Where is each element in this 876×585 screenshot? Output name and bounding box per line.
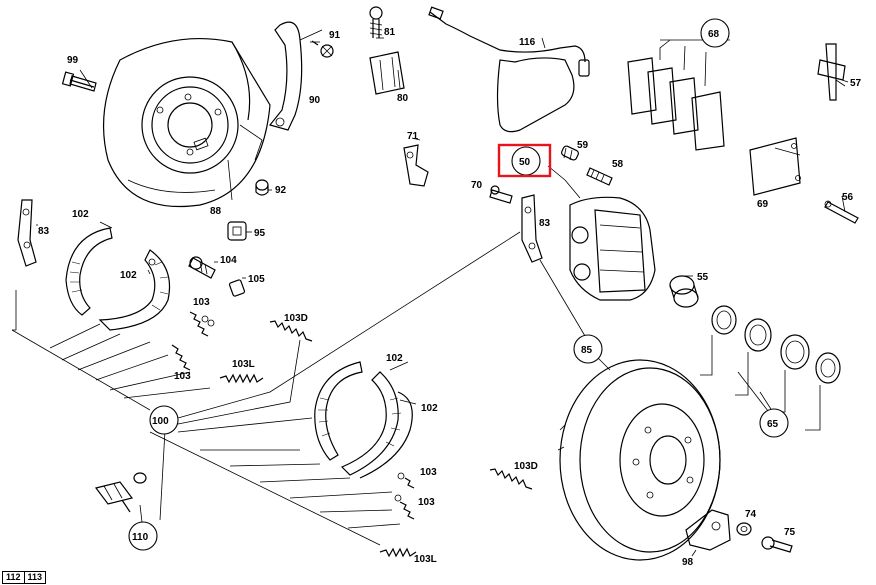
callout-102-c[interactable]: 102 [386, 353, 403, 364]
callout-102-d[interactable]: 102 [421, 403, 438, 414]
callout-100[interactable]: 100 [152, 416, 169, 427]
callout-99[interactable]: 99 [67, 55, 79, 66]
callout-56[interactable]: 56 [842, 192, 854, 203]
callout-90[interactable]: 90 [309, 95, 321, 106]
nut-74 [736, 522, 752, 536]
callout-circle-68 [700, 18, 730, 48]
callout-102-b[interactable]: 102 [120, 270, 137, 281]
sleeve-92 [255, 179, 269, 196]
screw-91 [311, 40, 334, 58]
bolt-99 [61, 71, 97, 92]
callout-91[interactable]: 91 [329, 30, 341, 41]
callout-circles [128, 18, 789, 551]
brake-disc-85 [557, 359, 721, 561]
callout-circle-100 [149, 405, 179, 435]
callout-83-left[interactable]: 83 [38, 226, 50, 237]
brake-shoe-upper-left [65, 227, 113, 316]
spring-103D-upper [269, 320, 313, 342]
bushing-59 [561, 145, 579, 161]
bolt-75 [761, 536, 793, 553]
callout-75[interactable]: 75 [784, 527, 796, 538]
callout-88[interactable]: 88 [210, 206, 222, 217]
callout-58[interactable]: 58 [612, 159, 624, 170]
callout-103-a[interactable]: 103 [193, 297, 210, 308]
callout-103L-a[interactable]: 103L [232, 359, 255, 370]
brake-caliper [569, 196, 656, 301]
wear-sensor-57 [817, 43, 846, 101]
brake-shoe-upper-right [98, 249, 171, 331]
leader-lines [36, 29, 849, 557]
spring-103D-lower [489, 468, 533, 490]
callout-circle-65 [759, 408, 789, 438]
callout-65[interactable]: 65 [767, 419, 779, 430]
callout-55[interactable]: 55 [697, 272, 709, 283]
highlight-box [497, 143, 552, 178]
page-reference-tags: 112 113 [2, 571, 47, 584]
callout-68[interactable]: 68 [708, 29, 720, 40]
callout-85[interactable]: 85 [581, 345, 593, 356]
pin-105 [228, 279, 246, 297]
piston-55 [669, 275, 699, 308]
brake-shoe-lower-right [340, 371, 413, 479]
callout-103-d[interactable]: 103 [418, 497, 435, 508]
callout-98[interactable]: 98 [682, 557, 694, 568]
bracket-83-right [521, 194, 543, 263]
bracket-98 [685, 509, 731, 551]
callout-circle-110 [128, 521, 158, 551]
callout-92[interactable]: 92 [275, 185, 287, 196]
callout-labels: 99 91 81 90 80 92 88 95 104 105 83 102 1… [38, 27, 862, 568]
sensor-110 [94, 472, 147, 513]
spring-103L-upper [219, 373, 264, 384]
spring-103L-lower [379, 547, 417, 558]
bolt-70 [489, 185, 513, 204]
grommet-95 [227, 221, 247, 241]
callout-59[interactable]: 59 [577, 140, 589, 151]
callout-69[interactable]: 69 [757, 199, 769, 210]
callout-74[interactable]: 74 [745, 509, 757, 520]
brake-shoe-lower-left [314, 361, 363, 461]
spring-103-lower-a [397, 472, 415, 489]
callout-80[interactable]: 80 [397, 93, 409, 104]
spring-103-upper [189, 311, 215, 337]
callout-102-a[interactable]: 102 [72, 209, 89, 220]
kit-100-lines [11, 231, 521, 546]
spring-103-lower-left [171, 344, 191, 371]
bracket-90 [268, 21, 303, 131]
adjuster-104 [188, 256, 216, 279]
bracket-83-left [17, 199, 37, 267]
clip-80 [369, 51, 405, 95]
callout-95[interactable]: 95 [254, 228, 266, 239]
callout-103L-b[interactable]: 103L [414, 554, 437, 565]
seal-kit-65 [700, 305, 841, 431]
callout-103D-a[interactable]: 103D [284, 313, 308, 324]
callout-116[interactable]: 116 [519, 37, 536, 48]
page-tag-113[interactable]: 113 [23, 571, 47, 584]
brake-hose-116 [428, 6, 590, 133]
spring-103-lower-b [394, 494, 415, 520]
page-tag-112[interactable]: 112 [2, 571, 25, 584]
callout-81[interactable]: 81 [384, 27, 396, 38]
brake-pads-68 [627, 39, 730, 151]
bolt-58 [586, 167, 613, 186]
callout-103-b[interactable]: 103 [174, 371, 191, 382]
screw-81 [369, 6, 383, 38]
callout-57[interactable]: 57 [850, 78, 862, 89]
callout-110[interactable]: 110 [132, 532, 149, 543]
shim-69 [749, 137, 801, 196]
callout-50[interactable]: 50 [519, 157, 531, 168]
callout-104[interactable]: 104 [220, 255, 237, 266]
callout-70[interactable]: 70 [471, 180, 483, 191]
dust-shield [102, 37, 271, 208]
callout-circle-85 [573, 334, 603, 364]
callout-103D-b[interactable]: 103D [514, 461, 538, 472]
callout-103-c[interactable]: 103 [420, 467, 437, 478]
pin-56 [824, 200, 859, 224]
callout-105[interactable]: 105 [248, 274, 265, 285]
bracket-71 [403, 144, 429, 187]
callout-83-right[interactable]: 83 [539, 218, 551, 229]
callout-71[interactable]: 71 [407, 131, 419, 142]
